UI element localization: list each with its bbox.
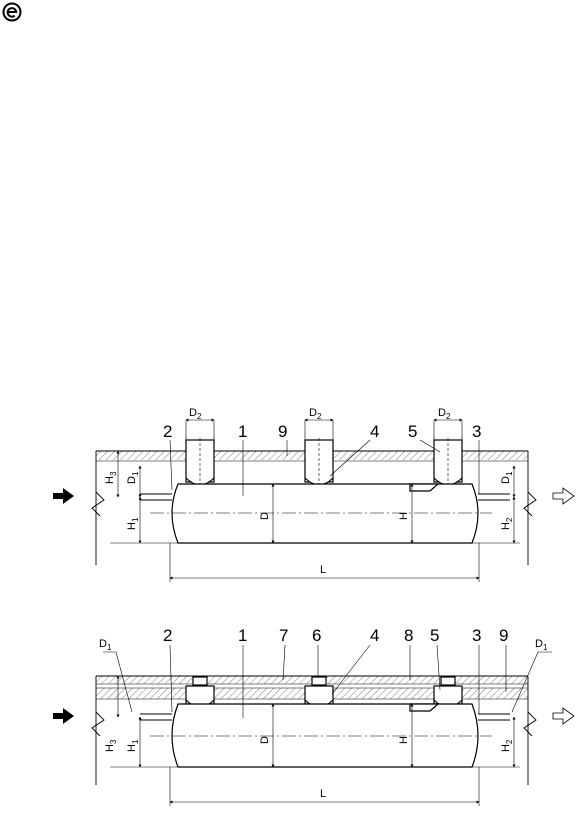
tank-body-bottom bbox=[171, 703, 479, 768]
outflow-arrow-icon bbox=[552, 707, 575, 725]
dim-h2: H2 bbox=[500, 739, 514, 752]
callout-6: 6 bbox=[312, 626, 321, 645]
dim-d1-right: D1 bbox=[500, 471, 514, 484]
diagram-top: 2 1 9 4 5 3 D2 D2 D2 H3 D1 H1 D H D1 H2 … bbox=[53, 407, 575, 582]
dim-l: L bbox=[320, 788, 326, 800]
callout-5: 5 bbox=[408, 422, 417, 441]
shaft-right bbox=[433, 438, 463, 486]
dim-d: D bbox=[259, 512, 271, 520]
callout-4: 4 bbox=[370, 626, 379, 645]
shaft-middle bbox=[304, 438, 334, 486]
dim-d1-right: D1 bbox=[535, 638, 548, 652]
dim-l: L bbox=[320, 564, 326, 576]
inflow-arrow-icon bbox=[53, 708, 74, 724]
dim-h: H bbox=[398, 736, 410, 744]
callout-9: 9 bbox=[278, 422, 287, 441]
e-circle-logo bbox=[2, 2, 22, 22]
shaft-left bbox=[185, 438, 215, 486]
dim-h: H bbox=[398, 512, 410, 520]
dim-d2-middle: D2 bbox=[309, 407, 322, 421]
callout-9: 9 bbox=[499, 626, 508, 645]
callout-3: 3 bbox=[472, 422, 481, 441]
dim-d2-right: D2 bbox=[438, 407, 451, 421]
dim-d2-left: D2 bbox=[189, 407, 202, 421]
diagram-bottom: 2 1 7 6 4 8 5 3 9 D1 D1 H3 H1 D H H2 L bbox=[53, 626, 575, 806]
tank-body bbox=[171, 483, 479, 544]
dim-d1-left: D1 bbox=[99, 638, 112, 652]
callout-5: 5 bbox=[430, 626, 439, 645]
dim-d: D bbox=[259, 736, 271, 744]
dim-h3: H3 bbox=[104, 739, 118, 752]
callout-1: 1 bbox=[238, 626, 247, 645]
callout-4: 4 bbox=[370, 422, 379, 441]
callout-2: 2 bbox=[163, 626, 172, 645]
callout-3: 3 bbox=[472, 626, 481, 645]
dim-h1: H1 bbox=[126, 517, 140, 530]
dim-d1-left: D1 bbox=[126, 471, 140, 484]
callout-7: 7 bbox=[279, 626, 288, 645]
dim-h2: H2 bbox=[500, 517, 514, 530]
inflow-arrow-icon bbox=[53, 488, 74, 504]
callout-1: 1 bbox=[238, 422, 247, 441]
callout-8: 8 bbox=[404, 626, 413, 645]
dim-h3: H3 bbox=[104, 471, 118, 484]
callout-2: 2 bbox=[163, 422, 172, 441]
outflow-arrow-icon bbox=[552, 487, 575, 505]
dim-h1: H1 bbox=[126, 739, 140, 752]
